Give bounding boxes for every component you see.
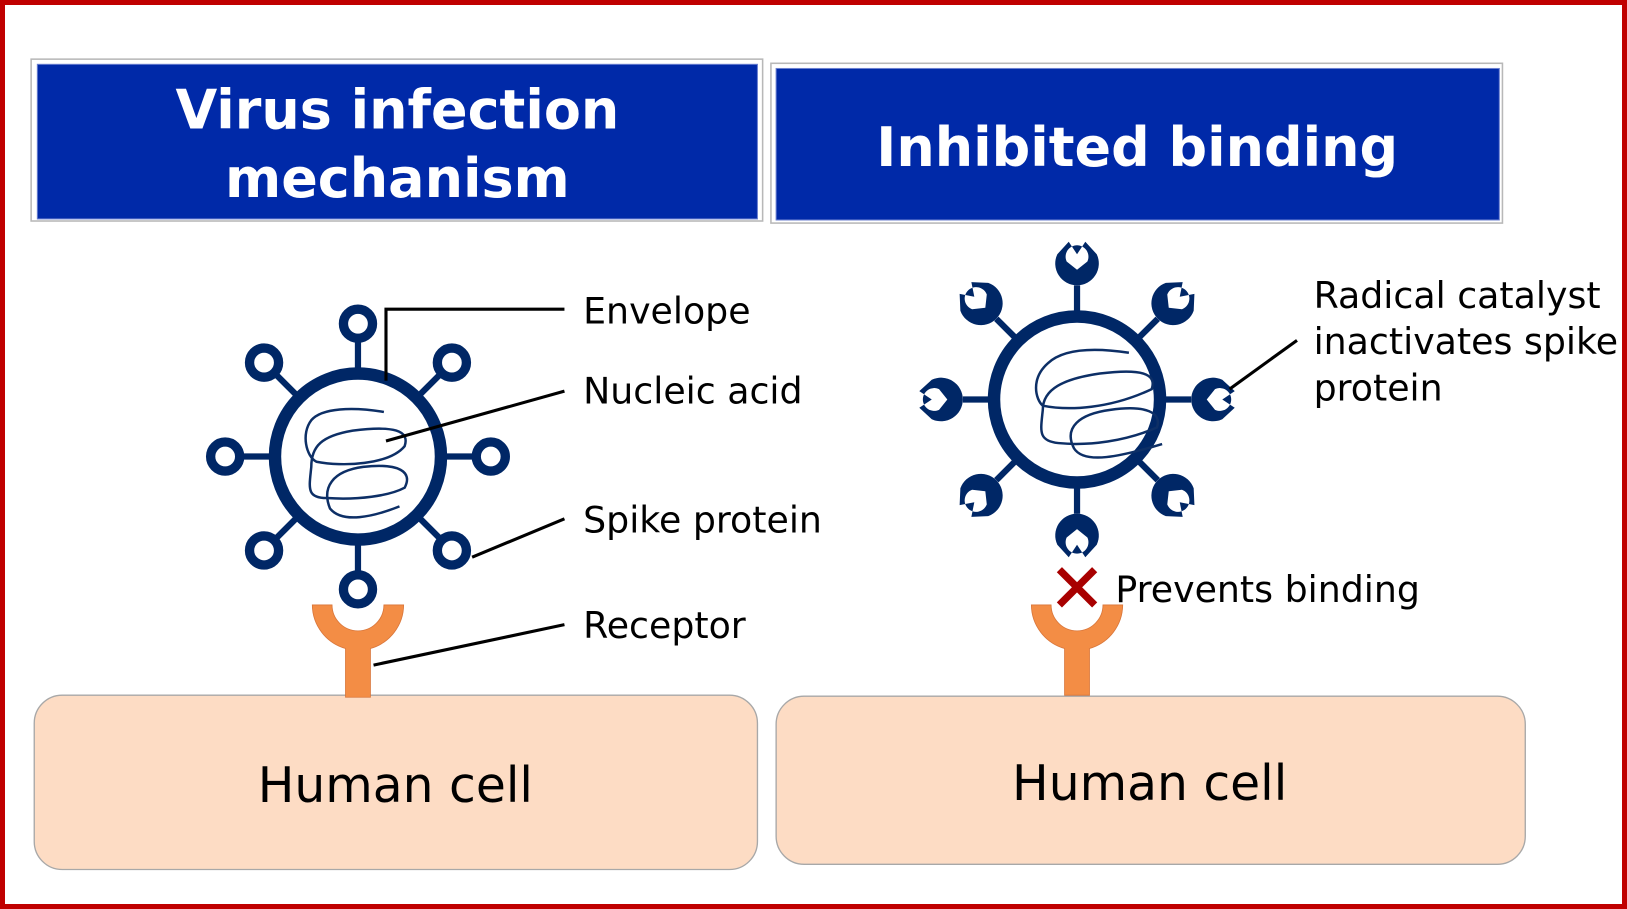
header-bg	[36, 63, 758, 220]
label-receptor: Receptor	[583, 604, 746, 647]
header-bg	[775, 67, 1500, 221]
receptor-left	[311, 604, 405, 698]
spike-head	[471, 437, 510, 476]
cell-body	[33, 694, 759, 871]
cell-body	[775, 695, 1526, 865]
inactivated-spike-head	[1151, 282, 1195, 326]
blocked-x-icon	[1056, 567, 1098, 608]
inactivated-spike-head	[1055, 241, 1099, 286]
virus-inactivated	[919, 241, 1235, 558]
spike-head	[205, 437, 245, 476]
inactivated-spike-head	[919, 377, 963, 422]
spike-head	[244, 343, 284, 382]
inactivated-spike-head	[1151, 473, 1195, 517]
label-prevents-binding: Prevents binding	[1115, 568, 1420, 611]
label-catalyst-line-3: protein	[1314, 367, 1443, 410]
nucleic-acid-strand	[1034, 348, 1163, 459]
leader-receptor	[373, 623, 565, 667]
envelope-membrane	[268, 367, 448, 546]
label-spike-protein: Spike protein	[583, 498, 822, 541]
spike-head	[338, 304, 378, 343]
label-envelope: Envelope	[583, 290, 750, 333]
nucleic-acid-strand	[304, 407, 409, 519]
inactivated-spike-head	[959, 282, 1003, 326]
leader-nucleic-acid	[385, 389, 565, 443]
spike-head	[432, 343, 472, 382]
spike-head	[432, 531, 472, 570]
label-catalyst-line-2: inactivates spike	[1314, 320, 1618, 363]
spike-head	[244, 531, 284, 570]
header-line-1: Virus infection	[175, 79, 619, 142]
inactivated-spike-head	[1191, 377, 1235, 422]
leader-envelope	[384, 307, 565, 381]
header-title: Inhibited binding	[876, 116, 1398, 179]
header-inhibited-binding: Inhibited binding	[770, 62, 1504, 224]
leader-catalyst	[1228, 339, 1298, 391]
cell-label: Human cell	[258, 758, 533, 814]
header-line-2: mechanism	[225, 147, 570, 210]
virus-intact	[205, 304, 510, 609]
label-catalyst-line-1: Radical catalyst	[1314, 274, 1601, 317]
spike-head	[338, 570, 378, 609]
label-nucleic-acid: Nucleic acid	[583, 370, 802, 413]
human-cell-left: Human cell	[33, 694, 759, 871]
envelope-membrane	[987, 310, 1167, 489]
cell-label: Human cell	[1012, 756, 1287, 812]
header-virus-infection: Virus infection mechanism	[30, 58, 764, 222]
human-cell-right: Human cell	[775, 695, 1526, 865]
leader-spike-protein	[471, 517, 566, 559]
inactivated-spike-head	[959, 473, 1003, 517]
inactivated-spike-head	[1055, 513, 1099, 558]
receptor-right	[1030, 604, 1124, 696]
